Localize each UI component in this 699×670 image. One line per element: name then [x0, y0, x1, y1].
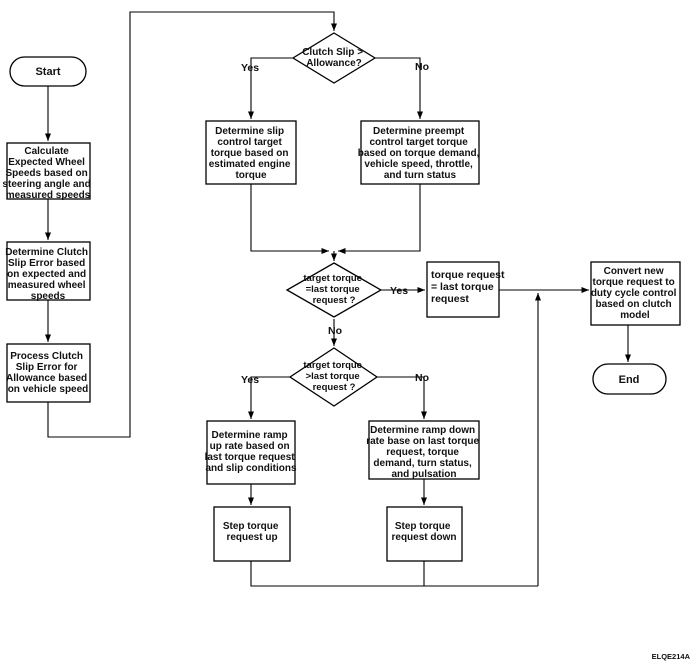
- connectors: [44, 11, 632, 587]
- connector-process-to-slip-decision: [47, 11, 338, 438]
- ramp-down-rate-text: Determine ramp down rate base on last to…: [366, 425, 482, 480]
- box-ramp-down-rate: Determine ramp down rate base on last to…: [366, 420, 482, 480]
- slip-allowance-text: Clutch Slip > Allowance?: [302, 47, 366, 69]
- ramp-up-rate-text: Determine ramp up rate based on last tor…: [205, 430, 298, 474]
- terminal-start: Start: [9, 56, 87, 87]
- step-up-text: Step torque request up: [223, 521, 281, 543]
- slip-control-text: Determine slip control target torque bas…: [209, 126, 293, 181]
- slip-yes-label: Yes: [241, 62, 259, 74]
- step-down-text: Step torque request down: [391, 521, 456, 543]
- process-error-text: Process Clutch Slip Error for Allowance …: [6, 351, 90, 395]
- connector-greater-no: [377, 376, 428, 419]
- box-ramp-up-rate: Determine ramp up rate based on last tor…: [205, 420, 298, 485]
- equal-yes-label: Yes: [390, 285, 408, 297]
- decision-target-greater-last: target torque >last torque request ?: [288, 347, 379, 407]
- terminal-end: End: [592, 363, 667, 395]
- calc-speeds-text: Calculate Expected Wheel Speeds based on…: [2, 146, 93, 201]
- torque-equal-text: target torque =last torque request ?: [303, 273, 364, 306]
- box-convert-torque-request: Convert new torque request to duty cycle…: [590, 261, 681, 326]
- box-preempt-control-target: Determine preempt control target torque …: [358, 120, 482, 185]
- connector-slip-no: [375, 57, 424, 119]
- box-torque-request-equals-last: torque request = last torque request: [426, 261, 507, 318]
- end-label: End: [619, 374, 640, 386]
- equal-no-label: No: [328, 325, 342, 337]
- decision-target-equal-last: target torque =last torque request ?: [285, 262, 383, 318]
- box-step-torque-down: Step torque request down: [386, 506, 463, 562]
- decision-clutch-slip-allowance: Clutch Slip > Allowance?: [291, 32, 377, 84]
- box-slip-control-target: Determine slip control target torque bas…: [205, 120, 297, 185]
- connector-slip-yes: [247, 57, 293, 119]
- connector-slip-control-merge: [250, 184, 329, 255]
- clutch-slip-error-text: Determine Clutch Slip Error based on exp…: [5, 247, 91, 302]
- slip-no-label: No: [415, 61, 429, 73]
- torque-request-last-text: torque request = last torque request: [431, 269, 507, 305]
- figure-id: ELQE214A: [652, 652, 691, 661]
- branch-labels: Yes No Yes No Yes No: [241, 61, 429, 386]
- box-process-clutch-slip-error: Process Clutch Slip Error for Allowance …: [6, 343, 91, 403]
- box-step-torque-up: Step torque request up: [213, 506, 291, 562]
- convert-request-text: Convert new torque request to duty cycle…: [591, 266, 679, 321]
- greater-yes-label: Yes: [241, 374, 259, 386]
- box-determine-clutch-slip-error: Determine Clutch Slip Error based on exp…: [5, 241, 91, 302]
- torque-greater-text: target torque >last torque request ?: [303, 360, 364, 393]
- preempt-control-text: Determine preempt control target torque …: [358, 126, 482, 181]
- start-label: Start: [35, 66, 60, 78]
- connector-preempt-merge: [338, 184, 421, 255]
- connector-stepup-bottom: [250, 561, 538, 587]
- connector-greater-yes: [247, 376, 290, 419]
- box-calculate-expected-wheel-speeds: Calculate Expected Wheel Speeds based on…: [2, 142, 93, 201]
- greater-no-label: No: [415, 372, 429, 384]
